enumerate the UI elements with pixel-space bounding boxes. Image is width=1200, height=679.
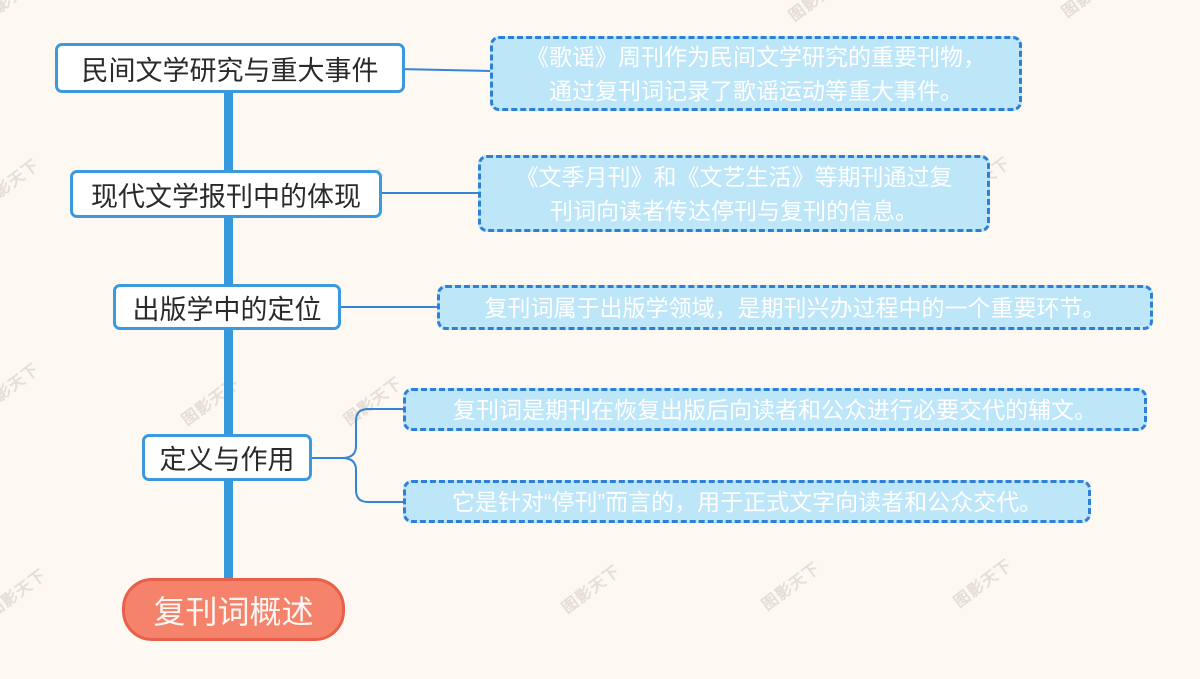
connector-branch-4-note-2 [309,457,406,503]
note-publishing-position: 复刊词属于出版学领域，是期刊兴办过程中的一个重要环节。 [437,285,1153,330]
root-node-overview: 复刊词概述 [122,578,345,641]
note-definition: 复刊词是期刊在恢复出版后向读者和公众进行必要交代的辅文。 [403,388,1147,431]
note-folk-literature: 《歌谣》周刊作为民间文学研究的重要刊物， 通过复刊词记录了歌谣运动等重大事件。 [490,36,1022,111]
topic-node-definition-function: 定义与作用 [142,434,312,481]
note-modern-periodicals: 《文季月刊》和《文艺生活》等期刊通过复 刊词向读者传达停刊与复刊的信息。 [478,155,990,232]
topic-node-publishing-position: 出版学中的定位 [113,284,341,330]
topic-node-modern-periodicals: 现代文学报刊中的体现 [70,170,382,218]
note-function: 它是针对“停刊”而言的，用于正式文字向读者和公众交代。 [403,480,1091,523]
connector-branch-1 [397,68,493,72]
topic-node-folk-literature: 民间文学研究与重大事件 [55,43,405,93]
connector-branch-4-note-1 [309,408,406,459]
